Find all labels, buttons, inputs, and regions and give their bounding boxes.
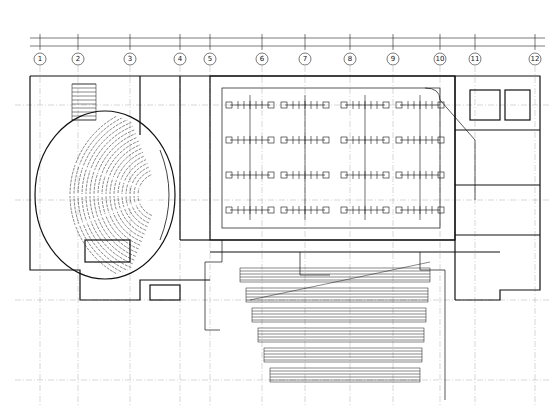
grid-number: 2 — [76, 56, 80, 63]
grid-number: 11 — [471, 56, 480, 63]
grid-number: 3 — [128, 56, 132, 63]
grid-number: 8 — [348, 56, 352, 63]
grid-number: 4 — [178, 56, 182, 63]
grid-number: 1 — [38, 56, 42, 63]
grid-number: 12 — [531, 56, 540, 63]
grid-number: 9 — [391, 56, 395, 63]
grid-number: 5 — [208, 56, 212, 63]
grid-number: 7 — [303, 56, 307, 63]
grid-number: 6 — [260, 56, 264, 63]
grid-number: 10 — [436, 56, 445, 63]
